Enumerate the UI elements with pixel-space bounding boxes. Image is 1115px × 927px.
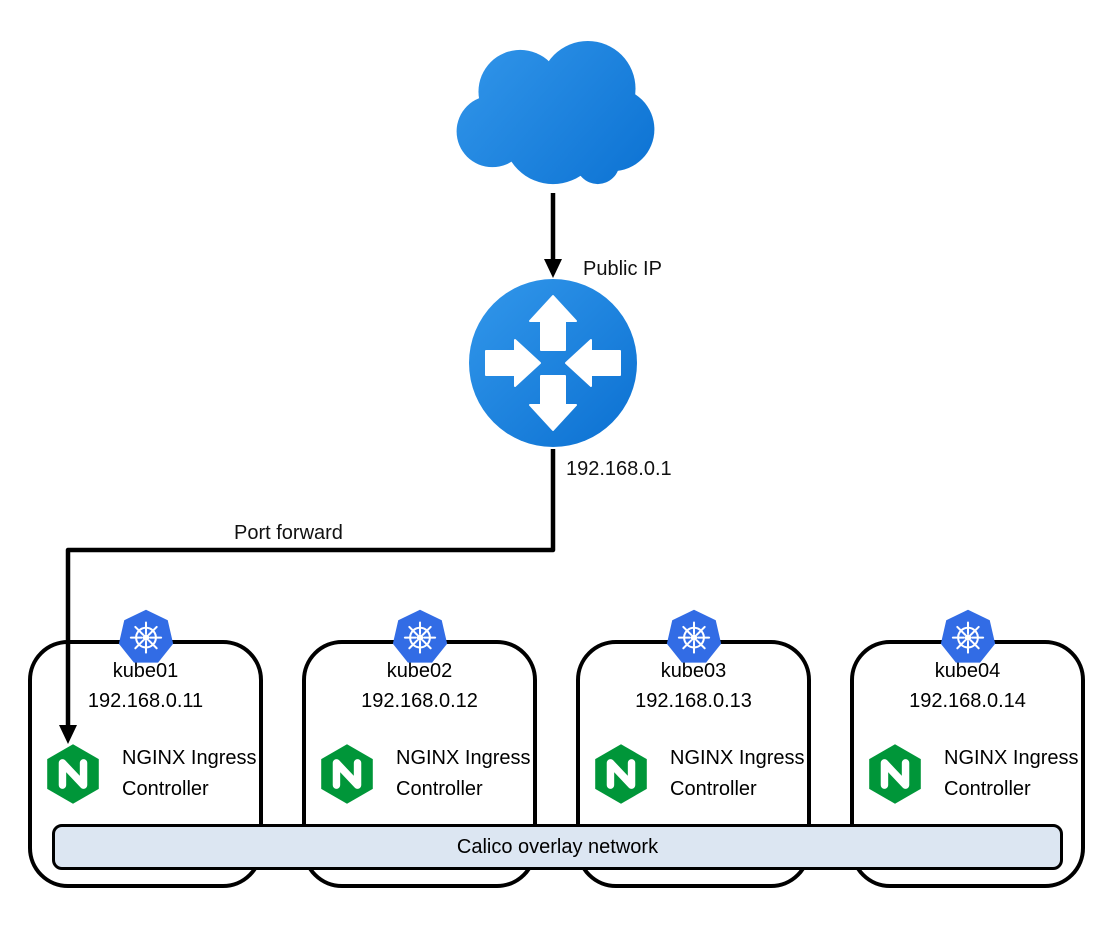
nginx-service: NGINX Ingress Controller [42,742,256,806]
kubernetes-icon [391,608,448,664]
node-ip: 192.168.0.11 [87,690,204,712]
nginx-service-label: NGINX Ingress Controller [396,747,531,800]
nginx-icon [316,742,378,806]
port-forward-label: Port forward [234,522,343,544]
node-ip: 192.168.0.14 [909,690,1026,712]
nginx-icon [864,742,926,806]
router-icon [468,278,638,448]
nginx-service: NGINX Ingress Controller [864,742,1078,806]
kubernetes-icon [939,608,996,664]
node-name: kube03 [660,660,727,682]
nginx-service: NGINX Ingress Controller [316,742,530,806]
internet-cloud-icon [450,32,660,196]
nginx-icon [42,742,104,806]
nginx-service-label: NGINX Ingress Controller [944,747,1079,800]
kubernetes-icon [665,608,722,664]
calico-overlay-label: Calico overlay network [456,835,659,858]
nginx-service: NGINX Ingress Controller [590,742,804,806]
node-ip: 192.168.0.13 [635,690,752,712]
node-name: kube04 [934,660,1001,682]
node-ip: 192.168.0.12 [361,690,478,712]
nginx-service-label: NGINX Ingress Controller [670,747,805,800]
nginx-service-label: NGINX Ingress Controller [122,747,257,800]
router-label: Public IP [583,258,662,280]
calico-overlay-bar: Calico overlay network [52,824,1063,870]
router-ip-label: 192.168.0.1 [566,458,672,480]
nginx-icon [590,742,652,806]
kubernetes-icon [117,608,174,664]
